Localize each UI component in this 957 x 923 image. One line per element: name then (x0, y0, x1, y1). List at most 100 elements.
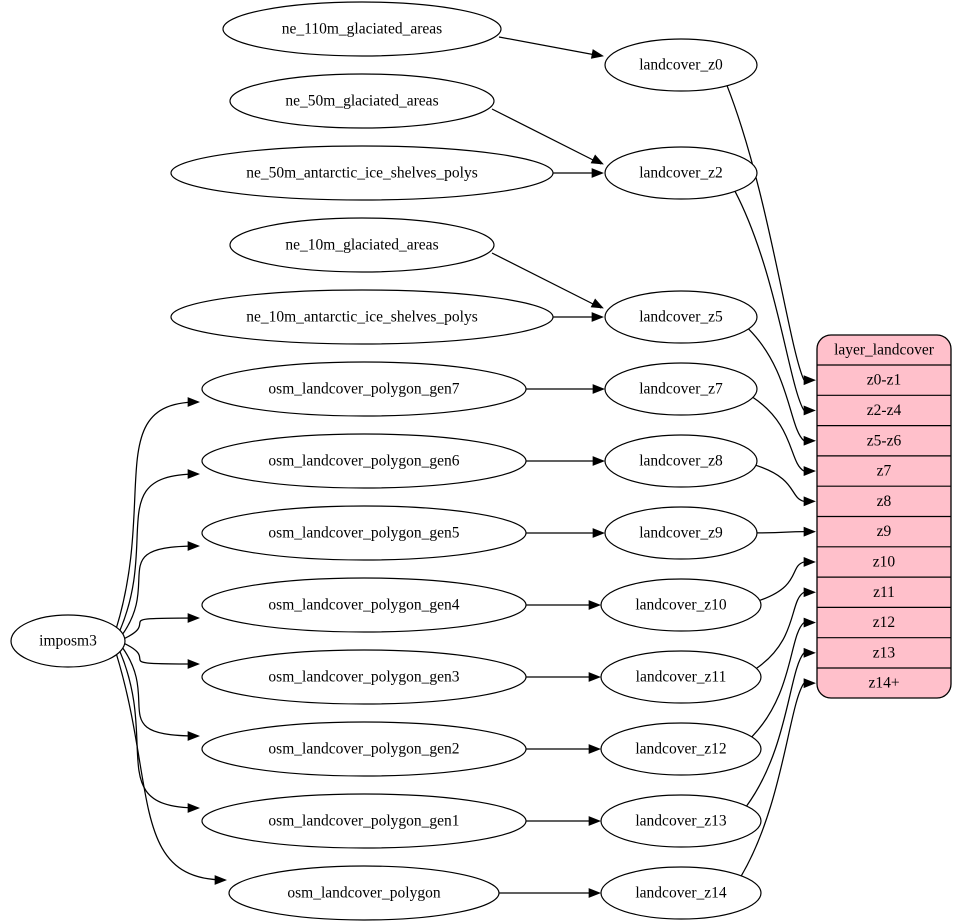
node-ne_10m_antarctic_ice_shelves_polys[interactable]: ne_10m_antarctic_ice_shelves_polys (170, 289, 554, 345)
edge-imposm3-to-osm_landcover_polygon_gen7 (115, 401, 199, 629)
edge-ne_110m_glaciated_areas-to-landcover_z0-arrowhead-icon (590, 49, 604, 59)
node-landcover_z9[interactable]: landcover_z9 (604, 506, 758, 560)
node-osm_landcover_polygon_gen1[interactable]: osm_landcover_polygon_gen1 (201, 793, 527, 849)
node-osm_landcover_polygon_gen3[interactable]: osm_landcover_polygon_gen3 (201, 649, 527, 705)
node-shape-landcover_z2 (604, 146, 758, 200)
node-shape-landcover_z0 (604, 38, 758, 92)
node-landcover_z8[interactable]: landcover_z8 (604, 434, 758, 488)
node-label-osm_landcover_polygon_gen7: osm_landcover_polygon_gen7 (268, 381, 459, 398)
node-shape-landcover_z11 (600, 650, 762, 704)
node-imposm3[interactable]: imposm3 (10, 614, 126, 668)
edge-osm_landcover_polygon_gen7-to-landcover_z7-arrowhead-icon (592, 384, 605, 394)
node-shape-ne_110m_glaciated_areas (222, 1, 502, 57)
node-ne_10m_glaciated_areas[interactable]: ne_10m_glaciated_areas (229, 217, 495, 273)
node-label-osm_landcover_polygon_gen6: osm_landcover_polygon_gen6 (268, 453, 459, 470)
node-osm_landcover_polygon_gen2[interactable]: osm_landcover_polygon_gen2 (201, 721, 527, 777)
edge-imposm3-to-osm_landcover_polygon_gen5-arrowhead-icon (187, 541, 200, 551)
layer-table-row-label-z14+: z14+ (868, 675, 899, 692)
edge-imposm3-to-osm_landcover_polygon_gen3 (123, 642, 199, 665)
edge-landcover_z5-to-table-row-2 (748, 328, 805, 442)
node-shape-ne_50m_antarctic_ice_shelves_polys (170, 145, 554, 201)
edge-imposm3-to-osm_landcover_polygon_gen4 (123, 617, 199, 640)
edge-imposm3-to-osm_landcover_polygon_gen6 (119, 473, 199, 632)
node-landcover_z14[interactable]: landcover_z14 (600, 866, 762, 920)
node-shape-landcover_z7 (604, 362, 758, 416)
edge-landcover_z8-to-table-row-4-arrowhead-icon (803, 496, 816, 507)
node-shape-ne_10m_antarctic_ice_shelves_polys (170, 289, 554, 345)
node-shape-landcover_z8 (604, 434, 758, 488)
edge-imposm3-to-osm_landcover_polygon_gen4-arrowhead-icon (187, 613, 200, 623)
edge-landcover_z14-to-table-row-10-arrowhead-icon (803, 678, 816, 689)
layer-table-row-label-z10: z10 (873, 554, 896, 571)
edge-landcover_z5-to-table-row-2-arrowhead-icon (803, 435, 816, 446)
edge-imposm3-to-osm_landcover_polygon-arrowhead-icon (214, 875, 227, 885)
node-shape-osm_landcover_polygon (228, 865, 500, 921)
node-landcover_z10[interactable]: landcover_z10 (600, 578, 762, 632)
node-label-osm_landcover_polygon_gen1: osm_landcover_polygon_gen1 (268, 813, 459, 830)
node-shape-osm_landcover_polygon_gen3 (201, 649, 527, 705)
edge-landcover_z0-to-table-row-0 (726, 85, 805, 381)
node-osm_landcover_polygon_gen5[interactable]: osm_landcover_polygon_gen5 (201, 505, 527, 561)
edge-ne_10m_glaciated_areas-to-landcover_z5-arrowhead-icon (590, 298, 604, 309)
node-landcover_z12[interactable]: landcover_z12 (600, 722, 762, 776)
node-label-landcover_z11: landcover_z11 (636, 669, 727, 686)
layer-table-row-label-z9: z9 (877, 523, 892, 540)
node-landcover_z5[interactable]: landcover_z5 (604, 290, 758, 344)
layer-table-row-label-z0-z1: z0-z1 (867, 372, 901, 389)
edge-landcover_z12-to-table-row-8-arrowhead-icon (803, 617, 816, 628)
edge-landcover_z7-to-table-row-3 (752, 396, 805, 472)
node-label-landcover_z13: landcover_z13 (635, 813, 726, 830)
node-ne_50m_antarctic_ice_shelves_polys[interactable]: ne_50m_antarctic_ice_shelves_polys (170, 145, 554, 201)
edge-imposm3-to-osm_landcover_polygon_gen1 (119, 650, 199, 809)
node-osm_landcover_polygon_gen4[interactable]: osm_landcover_polygon_gen4 (201, 577, 527, 633)
edge-osm_landcover_polygon-to-landcover_z14-arrowhead-icon (588, 888, 601, 898)
node-ne_50m_glaciated_areas[interactable]: ne_50m_glaciated_areas (229, 73, 495, 129)
node-osm_landcover_polygon[interactable]: osm_landcover_polygon (228, 865, 500, 921)
node-label-ne_110m_glaciated_areas: ne_110m_glaciated_areas (282, 21, 442, 38)
node-shape-osm_landcover_polygon_gen7 (201, 361, 527, 417)
node-label-osm_landcover_polygon: osm_landcover_polygon (287, 885, 441, 902)
layer-table-row-label-z11: z11 (873, 584, 895, 601)
edge-landcover_z7-to-table-row-3-arrowhead-icon (803, 466, 816, 476)
node-shape-landcover_z14 (600, 866, 762, 920)
node-label-ne_10m_glaciated_areas: ne_10m_glaciated_areas (285, 237, 438, 254)
edge-landcover_z2-to-table-row-1 (734, 190, 805, 411)
node-landcover_z7[interactable]: landcover_z7 (604, 362, 758, 416)
node-label-ne_50m_glaciated_areas: ne_50m_glaciated_areas (285, 93, 438, 110)
node-osm_landcover_polygon_gen6[interactable]: osm_landcover_polygon_gen6 (201, 433, 527, 489)
edge-landcover_z11-to-table-row-7-arrowhead-icon (803, 587, 816, 598)
node-osm_landcover_polygon_gen7[interactable]: osm_landcover_polygon_gen7 (201, 361, 527, 417)
node-shape-osm_landcover_polygon_gen2 (201, 721, 527, 777)
node-label-landcover_z14: landcover_z14 (635, 885, 726, 902)
edge-osm_landcover_polygon_gen4-to-landcover_z10-arrowhead-icon (588, 600, 601, 610)
node-landcover_z0[interactable]: landcover_z0 (604, 38, 758, 92)
edge-landcover_z12-to-table-row-8 (751, 622, 805, 738)
layer-table-row-label-z7: z7 (877, 463, 892, 480)
layer-table-row-label-z12: z12 (873, 614, 895, 631)
layer-table-row-label-z5-z6: z5-z6 (867, 432, 902, 449)
node-label-landcover_z10: landcover_z10 (635, 597, 726, 614)
edge-landcover_z13-to-table-row-9 (746, 652, 805, 807)
node-landcover_z2[interactable]: landcover_z2 (604, 146, 758, 200)
node-label-ne_50m_antarctic_ice_shelves_polys: ne_50m_antarctic_ice_shelves_polys (246, 165, 478, 182)
node-shape-landcover_z12 (600, 722, 762, 776)
edge-imposm3-to-osm_landcover_polygon_gen2 (121, 646, 199, 737)
edge-imposm3-to-osm_landcover_polygon_gen1-arrowhead-icon (187, 803, 200, 813)
edge-ne_110m_glaciated_areas-to-landcover_z0 (498, 36, 602, 57)
node-label-osm_landcover_polygon_gen5: osm_landcover_polygon_gen5 (268, 525, 459, 542)
layer-landcover-table[interactable]: layer_landcoverz0-z1z2-z4z5-z6z7z8z9z10z… (816, 334, 952, 699)
node-shape-landcover_z10 (600, 578, 762, 632)
node-ne_110m_glaciated_areas[interactable]: ne_110m_glaciated_areas (222, 1, 502, 57)
node-landcover_z13[interactable]: landcover_z13 (600, 794, 762, 848)
node-shape-landcover_z5 (604, 290, 758, 344)
node-shape-osm_landcover_polygon_gen1 (201, 793, 527, 849)
edges-layer (115, 36, 816, 898)
edge-imposm3-to-osm_landcover_polygon_gen5 (121, 545, 199, 636)
node-label-landcover_z12: landcover_z12 (635, 741, 726, 758)
node-landcover_z11[interactable]: landcover_z11 (600, 650, 762, 704)
edge-osm_landcover_polygon_gen3-to-landcover_z11-arrowhead-icon (588, 672, 601, 682)
node-label-landcover_z9: landcover_z9 (639, 525, 723, 542)
edge-ne_10m_antarctic_ice_shelves_polys-to-landcover_z5-arrowhead-icon (591, 312, 604, 322)
